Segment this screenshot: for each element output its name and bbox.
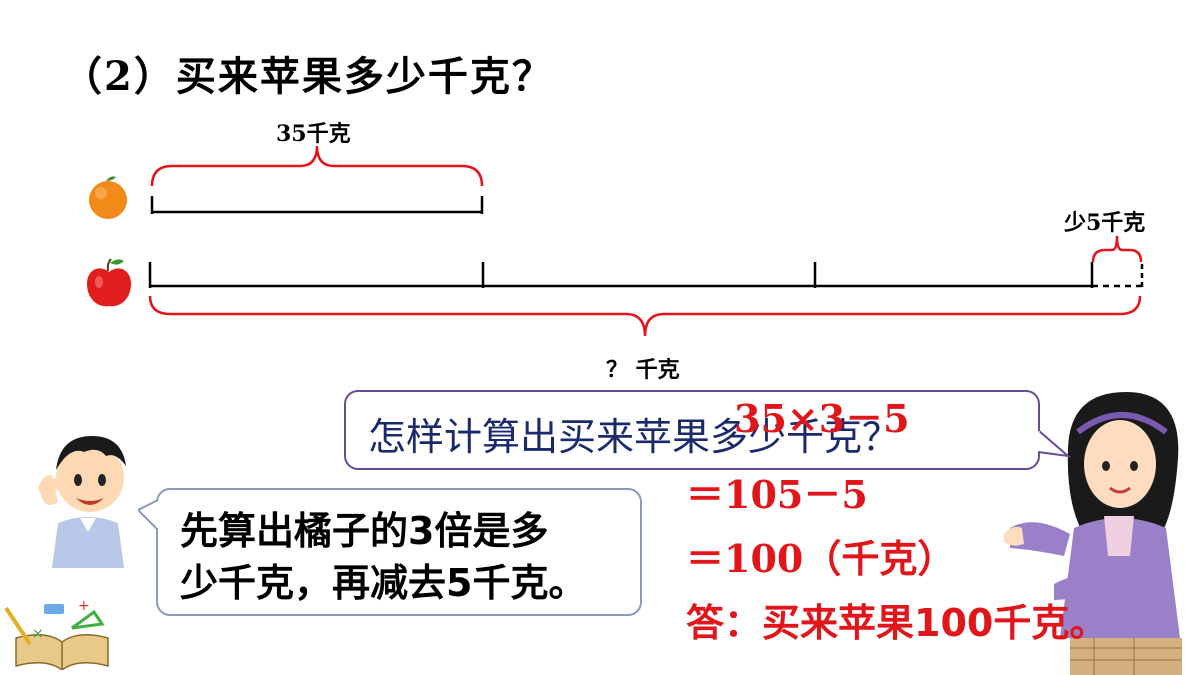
book-tools-illustration: × + [4,598,109,670]
less-brace [1091,235,1143,263]
teacher-question: 怎样计算出买来苹果多少千克？ [368,415,901,459]
svg-text:×: × [32,626,44,642]
boy-illustration [38,436,126,568]
boy-speech-bubble: 先算出橘子的3倍是多 少千克，再减去5千克。 [156,488,642,616]
line-segment-diagram [87,145,1144,337]
boy-bubble-tail [138,500,160,531]
calc-result: ＝100（千克） [686,536,956,581]
teacher-speech-bubble: 怎样计算出买来苹果多少千克？ [344,390,1040,470]
apple-total-brace [148,295,1142,337]
orange-icon [89,176,127,219]
boy-line-2: 少千克，再减去5千克。 [180,561,587,605]
less-amount-label: 少5千克 [1064,210,1146,236]
orange-segment [150,196,484,214]
answer-text: 答：买来苹果100千克。 [686,601,1108,645]
teacher-illustration [1004,392,1182,675]
orange-amount-label: 35千克 [276,121,351,147]
calc-expression: 35×3－5 [734,396,910,441]
apple-total-label: ？ 千克 [606,357,680,383]
orange-brace [150,145,484,187]
teacher-bubble-tail [1038,429,1072,458]
calc-step-1: ＝105－5 [686,472,868,517]
apple-icon [87,258,131,307]
page-title: （2）买来苹果多少千克？ [62,53,554,100]
svg-text:+: + [78,598,90,614]
apple-segment [148,262,1144,288]
boy-line-1: 先算出橘子的3倍是多 [180,509,549,553]
